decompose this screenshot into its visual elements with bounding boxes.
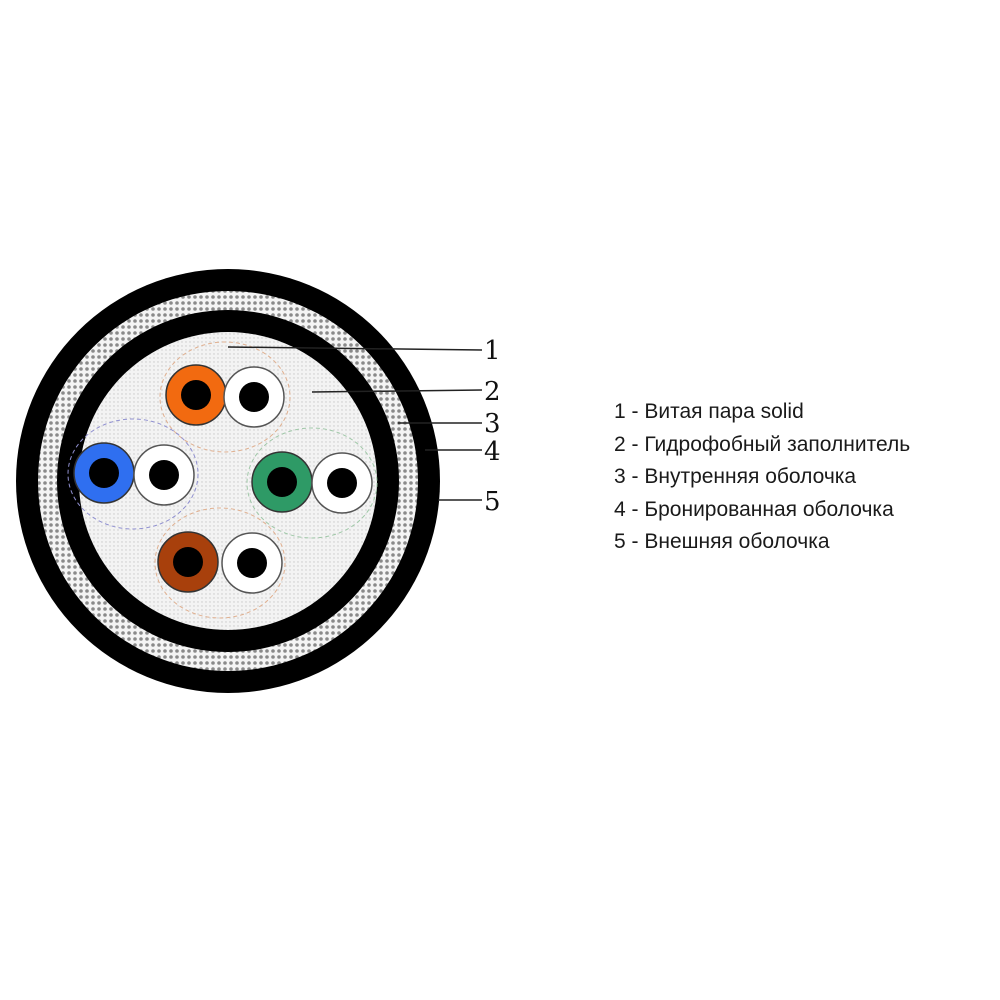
callout-3: 3 — [484, 409, 501, 439]
callout-2: 2 — [484, 377, 501, 407]
conductor-green-core — [267, 467, 297, 497]
conductor-brown-white-core — [237, 548, 267, 578]
conductor-brown-core — [173, 547, 203, 577]
leader-line-2 — [311, 389, 483, 393]
callout-1: 1 — [484, 336, 501, 366]
callout-4: 4 — [484, 437, 501, 467]
conductor-blue-core — [89, 458, 119, 488]
conductor-orange-white-core — [239, 382, 269, 412]
legend-item-1: 1 - Витая пара solid — [614, 400, 804, 423]
conductor-green-white-core — [327, 468, 357, 498]
legend-item-2: 2 - Гидрофобный заполнитель — [614, 432, 911, 456]
legend-item-5: 5 - Внешняя оболочка — [614, 530, 830, 553]
legend-item-3: 3 - Внутренняя оболочка — [614, 465, 857, 488]
conductor-orange-core — [181, 380, 211, 410]
hydrophobic-filler — [79, 332, 377, 630]
callout-5: 5 — [484, 487, 501, 517]
legend-item-4: 4 - Бронированная оболочка — [614, 497, 894, 521]
conductor-blue-white-core — [149, 460, 179, 490]
legend: 1 - Витая пара solid 2 - Гидрофобный зап… — [614, 396, 910, 559]
leader-line-1 — [227, 346, 483, 351]
